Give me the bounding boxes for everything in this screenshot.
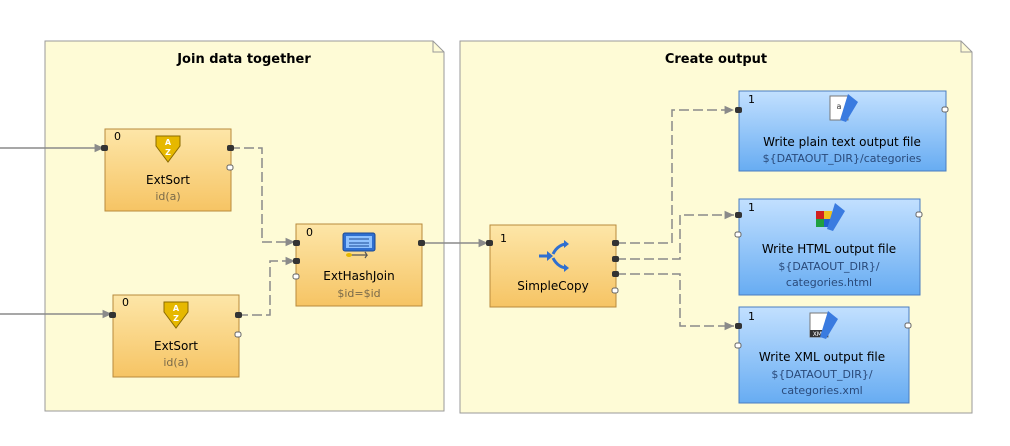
phase-number: 1	[500, 232, 507, 245]
output-port[interactable]	[941, 106, 949, 113]
component-detail: ${DATAOUT_DIR}/	[771, 368, 872, 381]
input-port[interactable]	[101, 145, 108, 151]
component-name: ExtSort	[154, 339, 198, 353]
component-name: Write plain text output file	[763, 135, 921, 149]
component-detail: ${DATAOUT_DIR}/	[778, 260, 879, 273]
note-title-join: Join data together	[176, 52, 311, 67]
text-file-icon: a	[829, 94, 858, 122]
input-port[interactable]	[734, 231, 742, 238]
edge-sort1-join[interactable]	[230, 147, 295, 247]
html-file-icon	[816, 203, 845, 231]
output-port[interactable]	[235, 312, 242, 318]
output-port[interactable]	[226, 164, 234, 171]
svg-text:a: a	[837, 102, 842, 111]
component-detail: id(a)	[155, 190, 180, 203]
input-port[interactable]	[735, 212, 742, 218]
component-exthashjoin[interactable]: 0 ExtHashJoin $id=$id	[292, 223, 425, 307]
phase-number: 1	[748, 310, 755, 323]
component-simplecopy[interactable]: 1 SimpleCopy	[486, 224, 619, 308]
input-port[interactable]	[735, 107, 742, 113]
output-port[interactable]	[418, 240, 425, 246]
sort-icon: A Z	[155, 135, 181, 163]
component-extsort-2[interactable]: 0 A Z ExtSort id(a)	[109, 294, 242, 378]
component-detail: categories.html	[786, 276, 872, 289]
output-port[interactable]	[227, 145, 234, 151]
input-port[interactable]	[292, 273, 300, 280]
input-port[interactable]	[486, 240, 493, 246]
component-detail: ${DATAOUT_DIR}/categories	[763, 152, 922, 165]
input-port[interactable]	[109, 312, 116, 318]
component-write-html[interactable]: 1 Write HTML output file ${DATAOUT_DIR}/…	[734, 198, 923, 296]
component-name: ExtSort	[146, 173, 190, 187]
edge-copy-w3[interactable]	[616, 273, 734, 331]
component-detail: $id=$id	[337, 287, 380, 300]
component-write-xml[interactable]: 1 XML Write XML output file ${DATAOUT_DI…	[734, 306, 912, 404]
edge-copy-w1[interactable]	[616, 105, 734, 244]
xml-file-icon: XML	[809, 311, 838, 339]
component-name: Write HTML output file	[762, 242, 896, 256]
input-port[interactable]	[735, 323, 742, 329]
keyboard-icon	[342, 232, 376, 259]
output-port[interactable]	[612, 240, 619, 246]
input-port[interactable]	[293, 240, 300, 246]
component-detail: id(a)	[163, 356, 188, 369]
output-port[interactable]	[234, 331, 242, 338]
output-port[interactable]	[904, 322, 912, 329]
component-name: Write XML output file	[759, 350, 885, 364]
edge-copy-w2[interactable]	[616, 210, 734, 260]
phase-number: 0	[114, 130, 121, 143]
copy-arrows-icon	[539, 240, 569, 272]
output-port[interactable]	[612, 256, 619, 262]
svg-text:A: A	[173, 304, 180, 313]
output-port[interactable]	[612, 271, 619, 277]
svg-text:Z: Z	[165, 148, 171, 157]
output-port[interactable]	[915, 211, 923, 218]
svg-text:XML: XML	[813, 331, 826, 338]
component-extsort-1[interactable]: 0 A Z ExtSort id(a)	[101, 128, 234, 212]
component-name: SimpleCopy	[517, 279, 588, 293]
svg-text:Z: Z	[173, 314, 179, 323]
svg-text:A: A	[165, 138, 172, 147]
sort-icon: A Z	[163, 301, 189, 329]
component-detail: categories.xml	[781, 384, 862, 397]
phase-number: 1	[748, 93, 755, 106]
input-port[interactable]	[734, 342, 742, 349]
output-port[interactable]	[611, 287, 619, 294]
phase-number: 0	[122, 296, 129, 309]
note-title-output: Create output	[665, 52, 767, 67]
edge-sort2-join[interactable]	[238, 256, 295, 316]
component-write-plain-text[interactable]: 1 a Write plain text output file ${DATAO…	[735, 90, 949, 172]
phase-number: 1	[748, 201, 755, 214]
component-name: ExtHashJoin	[323, 269, 394, 283]
phase-number: 0	[306, 226, 313, 239]
input-port[interactable]	[293, 258, 300, 264]
